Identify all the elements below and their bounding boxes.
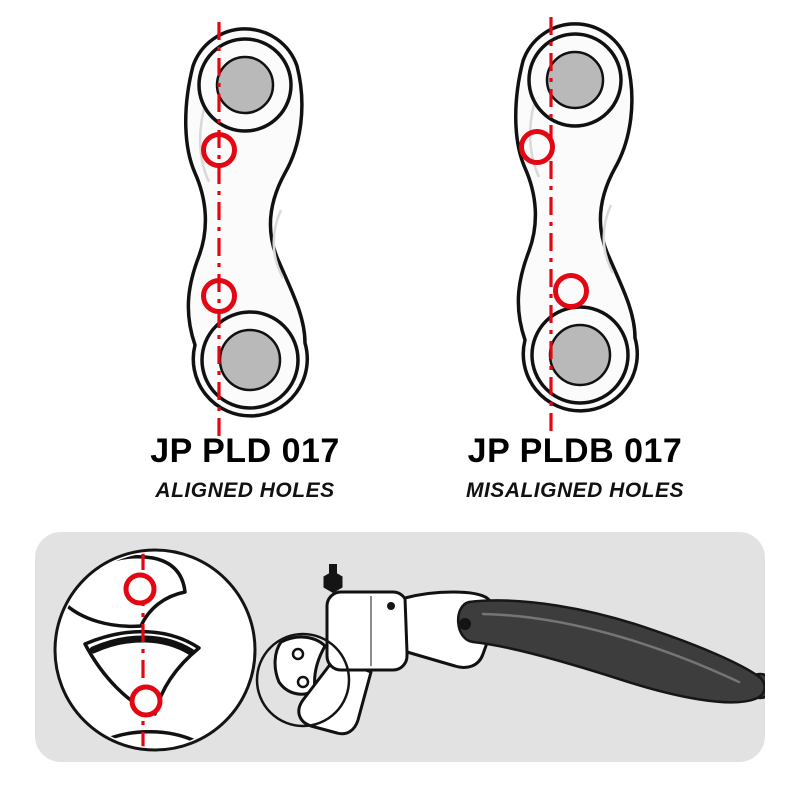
misaligned-hole-top xyxy=(519,129,555,165)
top-mount-boss xyxy=(197,37,293,133)
cylinder-body xyxy=(325,590,409,672)
pivot-screw xyxy=(459,618,471,630)
clamp-screw xyxy=(387,602,395,610)
brake-lever xyxy=(403,590,774,704)
callout-circle xyxy=(255,632,351,728)
bevel-line xyxy=(528,99,541,178)
misaligned-hole-bottom xyxy=(553,273,589,309)
zoom-hole-bottom xyxy=(129,684,163,718)
zoom-detail-view xyxy=(53,548,257,752)
bevel-line xyxy=(602,204,615,274)
left-part-caption: JP PLD 017 ALIGNED HOLES xyxy=(70,432,420,503)
right-part-caption: JP PLDB 017 MISALIGNED HOLES xyxy=(400,432,750,503)
aligned-part-diagram xyxy=(183,22,309,438)
bracket-hole-top xyxy=(291,647,305,661)
lever-assembly-illustration xyxy=(53,548,774,752)
top-mount-boss xyxy=(527,32,623,128)
cylinder-snout xyxy=(297,656,373,736)
left-part-subtitle: ALIGNED HOLES xyxy=(155,479,335,502)
right-part-title: JP PLDB 017 xyxy=(467,432,683,470)
zoom-hole-top xyxy=(123,572,157,606)
application-panel xyxy=(35,532,774,762)
adjuster-hex-nut xyxy=(323,571,343,593)
bevel-line xyxy=(198,104,211,183)
misaligned-part-diagram xyxy=(513,17,639,433)
master-cylinder xyxy=(273,564,409,736)
bottom-mount-boss xyxy=(200,310,300,410)
right-part-subtitle: MISALIGNED HOLES xyxy=(465,479,684,502)
lever-blade xyxy=(456,599,766,704)
lever-highlight xyxy=(481,612,741,684)
bracket-hole-bottom xyxy=(296,675,310,689)
bevel-line xyxy=(272,209,285,279)
left-part-title: JP PLD 017 xyxy=(150,432,340,470)
bottom-mount-boss xyxy=(530,305,630,405)
zoomed-part-shadow-band xyxy=(89,635,195,656)
